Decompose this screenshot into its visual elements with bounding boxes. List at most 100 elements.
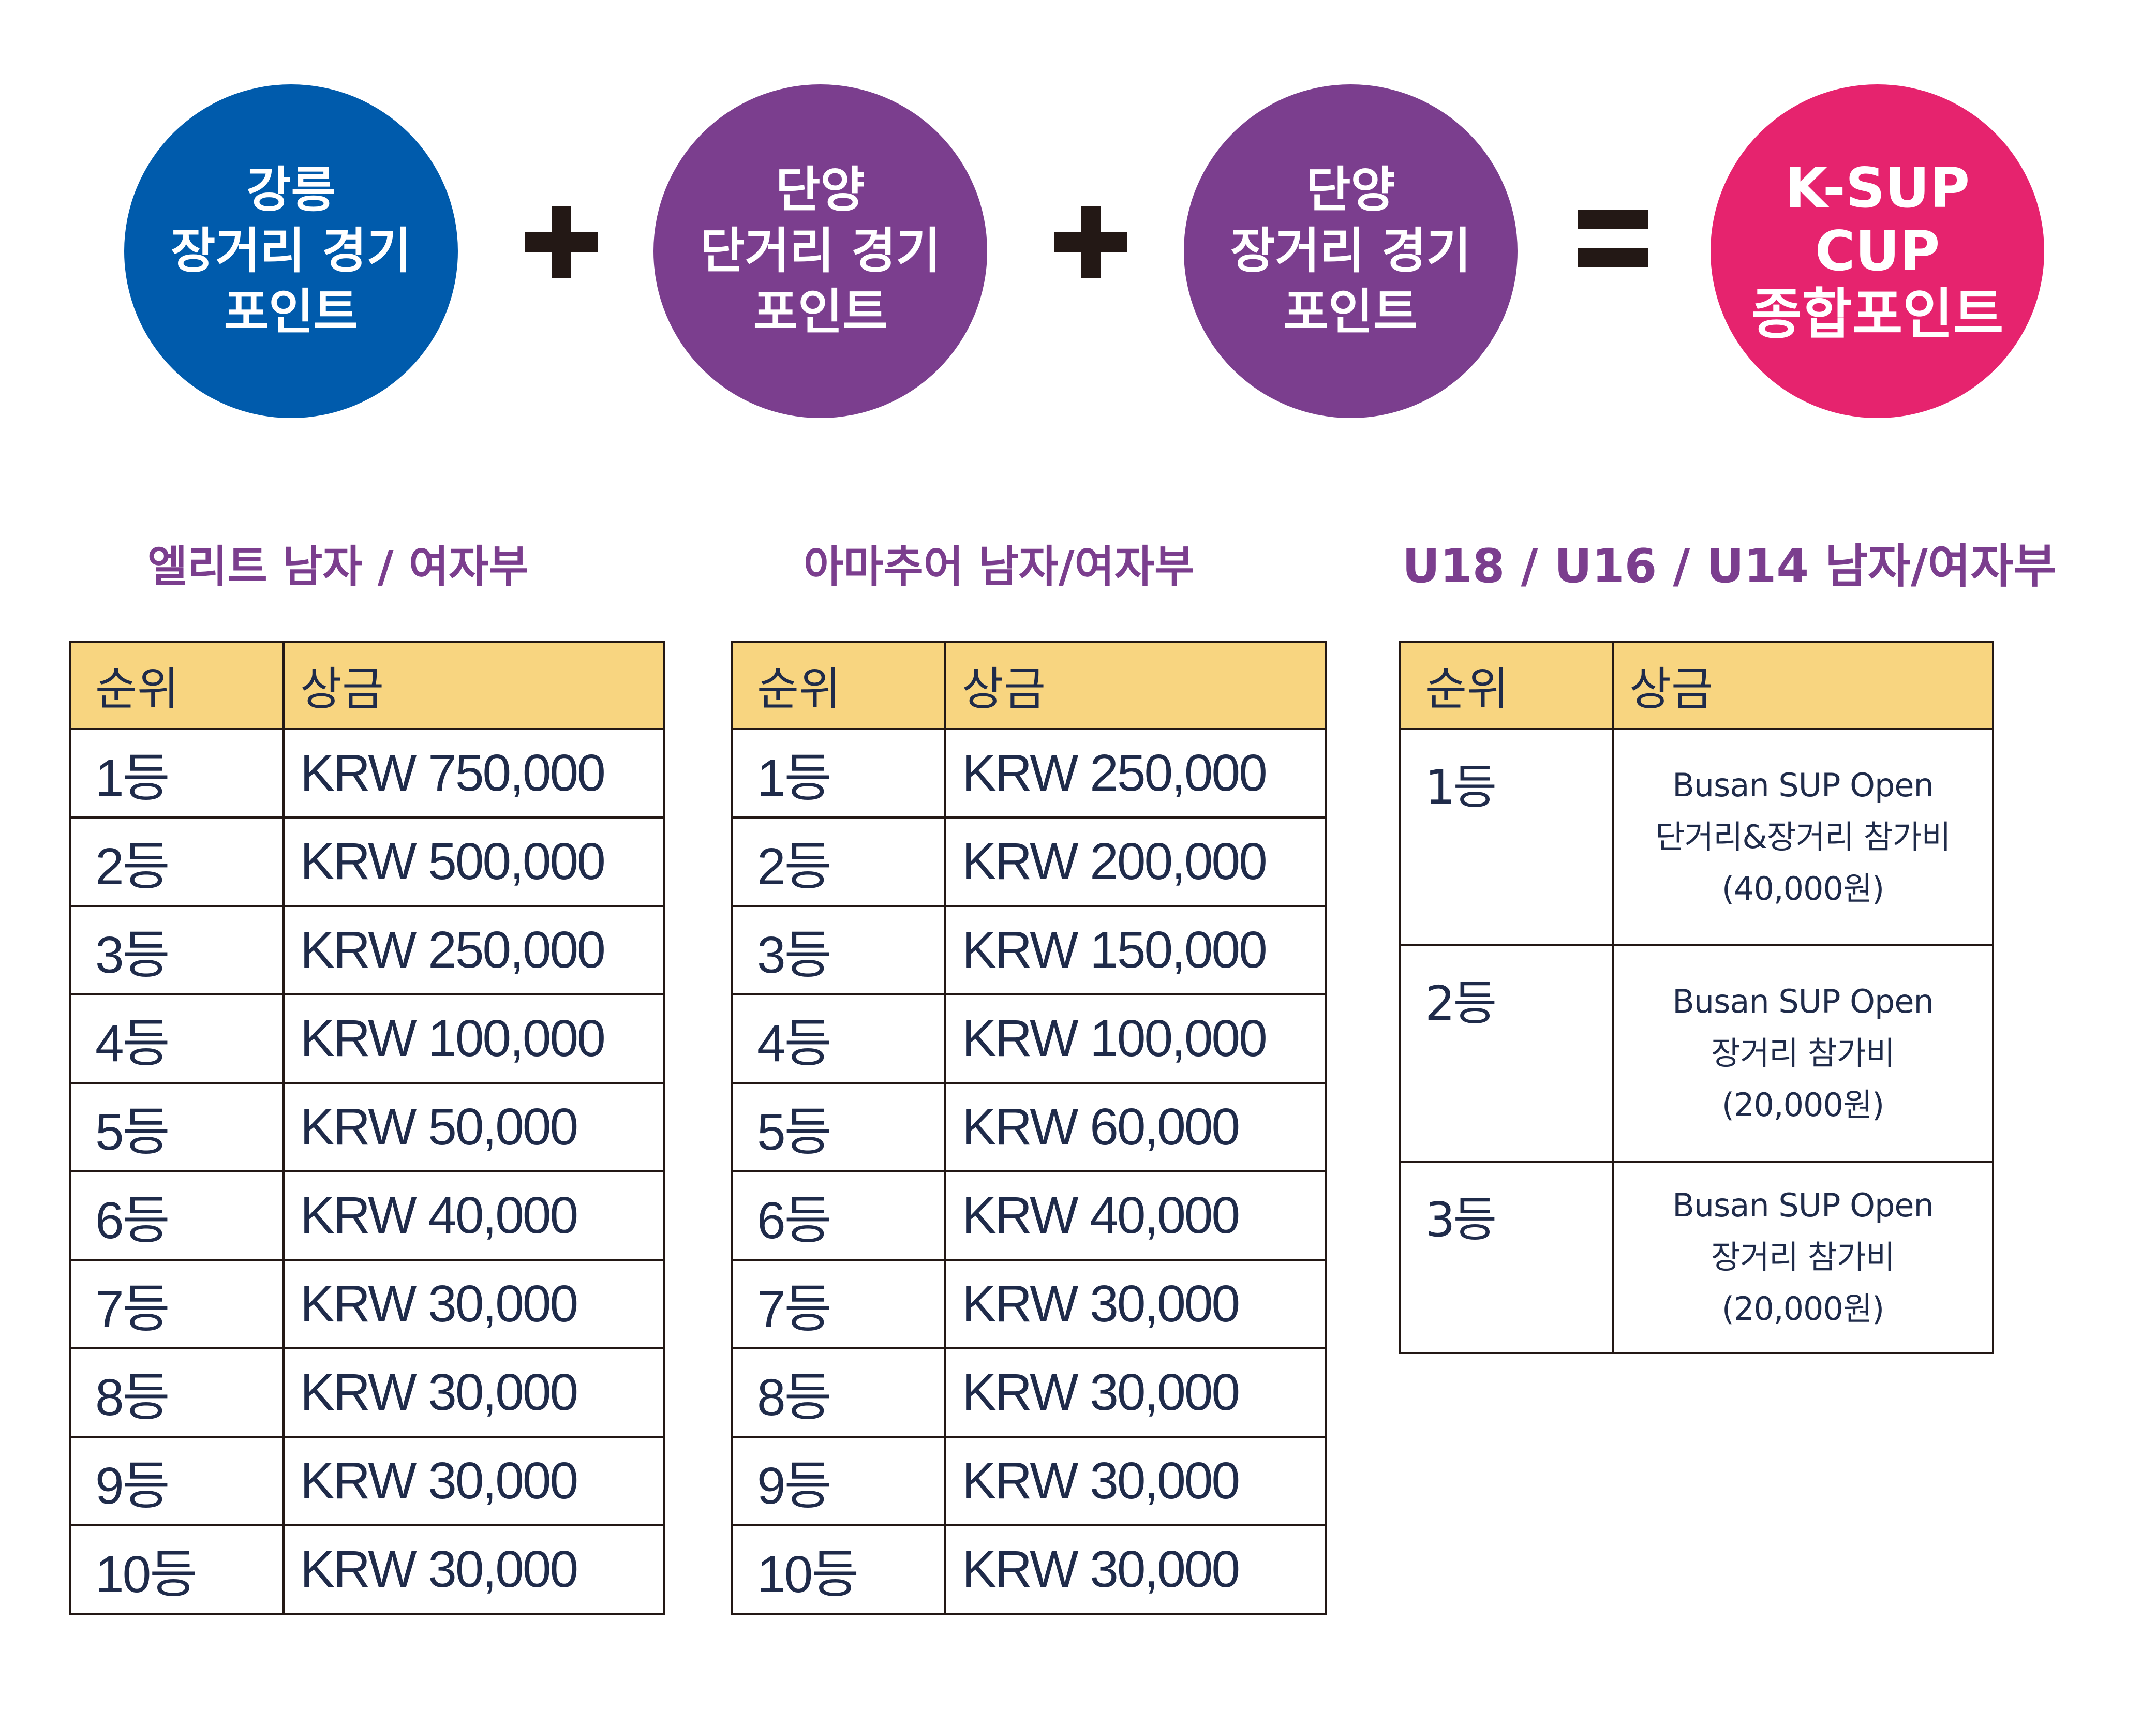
gangneung-long-distance-points-circle: 강릉 장거리 경기 포인트 (124, 84, 458, 418)
prize-line: (20,000원) (1721, 1086, 1884, 1124)
rank-cell: 5등 (731, 1082, 946, 1172)
prize-cell: KRW 30,000 (944, 1436, 1327, 1526)
danyang-long-distance-points-circle: 단양 장거리 경기 포인트 (1184, 84, 1518, 418)
circle-label: 단양 (776, 161, 865, 218)
rank-cell: 6등 (731, 1170, 946, 1261)
prize-cell: KRW 30,000 (282, 1524, 665, 1615)
prize-cell: KRW 50,000 (282, 1082, 665, 1172)
prize-cell: KRW 100,000 (944, 993, 1327, 1084)
rank-cell: 1등 (1399, 728, 1614, 946)
prize-cell: KRW 40,000 (944, 1170, 1327, 1261)
prize-cell: KRW 30,000 (944, 1259, 1327, 1349)
circle-label: 단거리 경기 (700, 222, 941, 279)
rank-cell: 8등 (731, 1347, 946, 1438)
circle-label: 단양 (1306, 161, 1395, 218)
prize-line: 장거리 참가비 (1711, 1238, 1895, 1276)
elite-section-title: 엘리트 남자 / 여자부 (147, 541, 529, 592)
rank-cell: 3등 (69, 905, 285, 995)
rank-cell: 1등 (69, 728, 285, 819)
circle-label: 포인트 (224, 284, 359, 340)
prize-cell: KRW 30,000 (282, 1347, 665, 1438)
table-row: 1등 Busan SUP Open 단거리&장거리 참가비 (40,000원) (1399, 728, 1994, 946)
circle-label: 포인트 (753, 284, 888, 340)
rank-cell: 4등 (69, 993, 285, 1084)
prize-cell: KRW 60,000 (944, 1082, 1327, 1172)
prize-line: 장거리 참가비 (1711, 1034, 1895, 1072)
rank-cell: 4등 (731, 993, 946, 1084)
rank-cell: 7등 (731, 1259, 946, 1349)
table-row: 2등 Busan SUP Open 장거리 참가비 (20,000원) (1399, 944, 1994, 1163)
prize-cell: KRW 30,000 (944, 1347, 1327, 1438)
prize-header: 상금 (944, 641, 1327, 730)
prize-line: (20,000원) (1721, 1290, 1884, 1328)
plus-icon (1081, 206, 1101, 278)
circle-label: 장거리 경기 (1230, 222, 1471, 279)
prize-line: 단거리&장거리 참가비 (1655, 818, 1951, 856)
prize-description-cell: Busan SUP Open 장거리 참가비 (20,000원) (1612, 1161, 1994, 1354)
rank-cell: 2등 (1399, 944, 1614, 1163)
prize-description-cell: Busan SUP Open 단거리&장거리 참가비 (40,000원) (1612, 728, 1994, 946)
prize-line: Busan SUP Open (1672, 983, 1934, 1020)
circle-label: 장거리 경기 (170, 222, 412, 279)
youth-prize-table: 순위 상금 1등 Busan SUP Open 단거리&장거리 참가비 (40,… (1399, 641, 1994, 1354)
rank-cell: 2등 (731, 816, 946, 907)
circle-label: 포인트 (1283, 284, 1418, 340)
rank-cell: 10등 (731, 1524, 946, 1615)
rank-cell: 6등 (69, 1170, 285, 1261)
prize-cell: KRW 500,000 (282, 816, 665, 907)
prize-cell: KRW 150,000 (944, 905, 1327, 995)
rank-cell: 1등 (731, 728, 946, 819)
youth-section-title: U18 / U16 / U14 남자/여자부 (1402, 539, 2057, 593)
prize-line: Busan SUP Open (1672, 1186, 1934, 1224)
k-sup-cup-total-points-circle: K-SUP CUP 종합포인트 (1711, 84, 2044, 418)
table-header-row: 순위 상금 (1399, 641, 1994, 730)
prize-line: (40,000원) (1721, 870, 1884, 908)
prize-cell: KRW 100,000 (282, 993, 665, 1084)
rank-cell: 3등 (731, 905, 946, 995)
prize-cell: KRW 200,000 (944, 816, 1327, 907)
rank-cell: 9등 (731, 1436, 946, 1526)
rank-cell: 9등 (69, 1436, 285, 1526)
prize-header: 상금 (282, 641, 665, 730)
circle-label: 강릉 (246, 161, 336, 218)
circle-label: K-SUP (1785, 156, 1970, 220)
rank-cell: 7등 (69, 1259, 285, 1349)
rank-cell: 2등 (69, 816, 285, 907)
rank-header: 순위 (69, 641, 285, 730)
equals-icon (1578, 210, 1648, 229)
table-row: 3등 Busan SUP Open 장거리 참가비 (20,000원) (1399, 1161, 1994, 1354)
amateur-section-title: 아마추어 남자/여자부 (804, 541, 1195, 592)
prize-cell: KRW 750,000 (282, 728, 665, 819)
table-header-row: 순위 상금 (731, 641, 1327, 730)
circle-label: CUP (1815, 219, 1940, 283)
prize-cell: KRW 40,000 (282, 1170, 665, 1261)
danyang-short-distance-points-circle: 단양 단거리 경기 포인트 (653, 84, 987, 418)
rank-header: 순위 (731, 641, 946, 730)
rank-header: 순위 (1399, 641, 1614, 730)
prize-cell: KRW 30,000 (944, 1524, 1327, 1615)
circle-label: 종합포인트 (1751, 282, 2004, 346)
prize-cell: KRW 30,000 (282, 1259, 665, 1349)
prize-cell: KRW 250,000 (282, 905, 665, 995)
table-header-row: 순위 상금 (69, 641, 665, 730)
